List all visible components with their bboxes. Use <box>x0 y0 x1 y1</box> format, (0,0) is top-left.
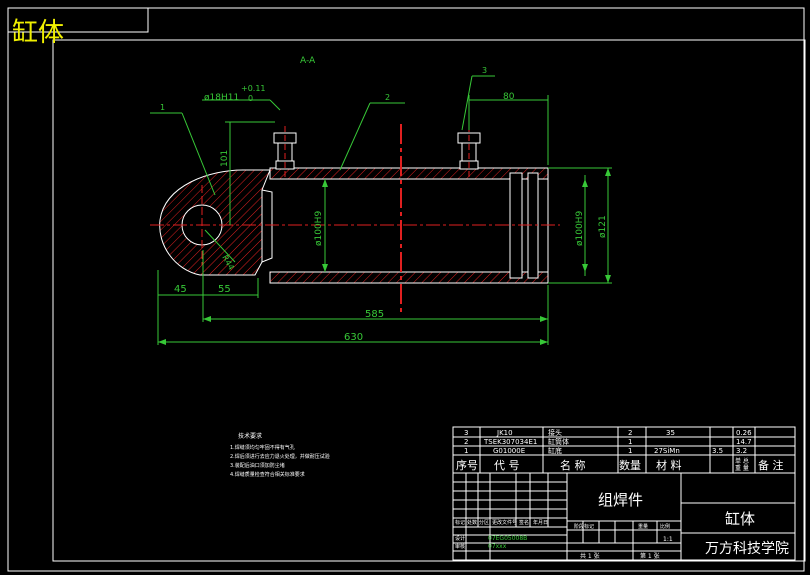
bom-cell: JK10 <box>496 429 513 437</box>
dim-bore: ø100H9 <box>314 211 324 246</box>
bom-header: 序号 <box>456 458 478 472</box>
material-code: 07xxx <box>488 543 507 550</box>
title-label: 重量 <box>638 523 648 530</box>
bom-header: 代 号 <box>494 459 520 472</box>
title-block <box>452 472 796 561</box>
dim-630: 630 <box>344 332 363 343</box>
balloon-3: 3 <box>482 66 487 75</box>
drawing-frame <box>52 39 806 562</box>
notes-line: 4.焊缝质量检查符合相关标准要求 <box>230 471 305 478</box>
title-label: 处数 <box>467 519 477 526</box>
technical-notes: 技术要求 1.焊缝须均匀牢固不得有气孔 2.焊后须进行去应力退火处理，并做耐压试… <box>230 432 330 478</box>
balloon-2: 2 <box>385 93 390 102</box>
sheet-border <box>7 7 805 572</box>
bom-cell: 接头 <box>548 428 562 437</box>
bom-cell: 14.7 <box>736 438 752 446</box>
bom-header: 材 料 <box>656 458 682 472</box>
drawing-number: 07EG05008B <box>488 535 527 542</box>
dim-bore-right: ø100H9 <box>575 211 585 246</box>
dim-pin-hole: ø18H11 <box>204 93 239 103</box>
bom-cell: 缸筒体 <box>548 437 569 446</box>
bom-header: 名 称 <box>560 458 586 472</box>
dim-101: 101 <box>220 150 230 167</box>
title-label: 年月日 <box>533 519 548 526</box>
bom-cell: 35 <box>666 429 675 437</box>
cylinder-bottom <box>261 189 273 263</box>
drawing-title: 缸体 <box>12 18 64 48</box>
tube-top-wall <box>269 167 549 180</box>
title-label: 比例 <box>660 523 670 530</box>
drawing-name: 缸体 <box>725 510 755 528</box>
bom-cell: 缸底 <box>548 446 562 455</box>
bom-cell: G01000E <box>493 447 525 455</box>
title-label: 阶段标记 <box>574 523 594 530</box>
bom-header: 重 量 <box>735 464 749 472</box>
title-label: 设计 <box>455 535 465 542</box>
port-fitting-right <box>457 126 481 180</box>
title-label: 签名 <box>519 519 529 526</box>
bom-cell: 27SiMn <box>654 447 680 455</box>
sheet-number: 第 1 张 <box>640 552 660 560</box>
bom-cell: 1 <box>464 447 468 455</box>
notes-line: 3.装配后油口须加防尘堵 <box>230 462 285 469</box>
dim-outer: ø121 <box>598 215 608 238</box>
dim-55: 55 <box>218 284 231 295</box>
title-label: 审核 <box>455 543 465 550</box>
tube-bottom-wall <box>269 271 549 284</box>
dim-80: 80 <box>503 92 515 102</box>
bom-cell: 3 <box>464 429 468 437</box>
company-name: 万方科技学院 <box>705 541 789 557</box>
dim-585: 585 <box>365 309 384 320</box>
title-label: 更改文件号 <box>492 519 517 526</box>
dim-pin-tol-upper: +0.11 <box>241 84 266 93</box>
notes-heading: 技术要求 <box>238 432 262 440</box>
bom-header: 数量 <box>619 459 641 472</box>
title-label: 标记 <box>455 519 465 526</box>
scale-value: 1:1 <box>663 536 673 543</box>
title-label: 分区 <box>479 519 489 526</box>
bom-cell: TSEK307034E1 <box>483 438 537 446</box>
bom-cell: 1 <box>628 438 632 446</box>
bom-cell: 3.5 <box>712 447 723 455</box>
bom-header: 单 总 <box>735 457 749 465</box>
port-fitting-left <box>273 126 297 180</box>
bom-cell: 2 <box>628 429 632 437</box>
bom-cell: 2 <box>464 438 468 446</box>
dim-45: 45 <box>174 284 187 295</box>
part-name: 组焊件 <box>598 491 643 509</box>
bom-header: 备 注 <box>758 458 784 472</box>
dim-pin-tol-lower: 0 <box>248 94 253 103</box>
balloon-1: 1 <box>160 103 165 112</box>
bom-cell: 1 <box>628 447 632 455</box>
bom-cell: 0.26 <box>736 429 752 437</box>
notes-line: 1.焊缝须均匀牢固不得有气孔 <box>230 444 295 451</box>
section-label: A-A <box>300 56 316 66</box>
bom-cell: 3.2 <box>736 447 747 455</box>
sheet-count: 共 1 张 <box>580 552 600 560</box>
title-tab <box>7 7 149 33</box>
notes-line: 2.焊后须进行去应力退火处理，并做耐压试验 <box>230 453 330 460</box>
